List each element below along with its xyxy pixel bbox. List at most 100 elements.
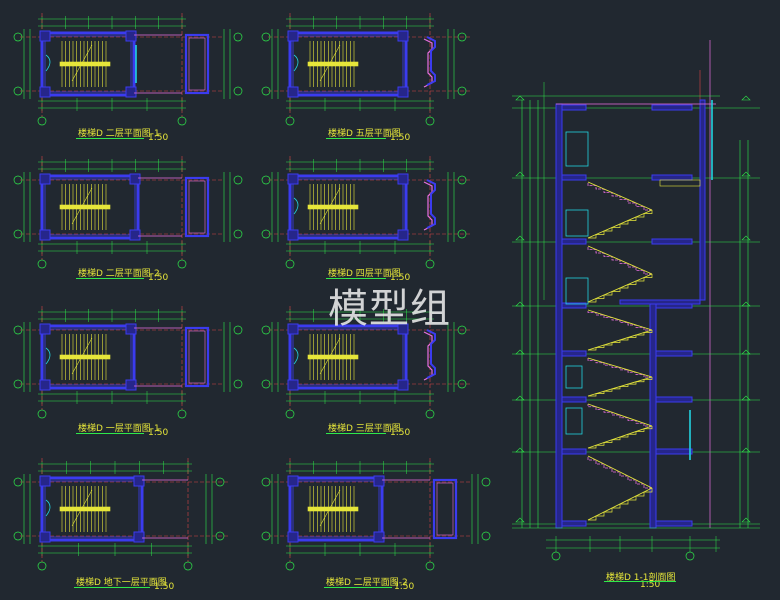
plan-p2-2: [13, 156, 243, 269]
elevation-marker: [515, 447, 525, 453]
elevation-marker: [741, 447, 751, 453]
axis-bubble: [261, 86, 271, 96]
door-swing: [45, 347, 51, 365]
axis-bubble: [13, 531, 23, 541]
stair-wall-inner: [292, 35, 404, 93]
plan-p4: [261, 156, 470, 269]
axis-bubble: [13, 379, 23, 389]
elevation-marker: [741, 301, 751, 307]
door-swing: [45, 54, 51, 72]
axis-bubble: [285, 561, 295, 571]
axis-bubble: [285, 259, 295, 269]
direction-arrow: [319, 44, 341, 82]
axis-bubble: [233, 379, 243, 389]
direction-arrow: [71, 489, 93, 527]
caption-p1-1: 楼梯D 一层平面图-1: [78, 424, 160, 434]
column: [39, 531, 51, 543]
stair-wall-inner: [292, 480, 380, 538]
column: [125, 86, 137, 98]
axis-bubble: [457, 86, 467, 96]
elevation-marker: [515, 235, 525, 241]
plan-pb1: [13, 458, 228, 571]
stair-handrail: [587, 425, 653, 449]
annex-room: [432, 478, 458, 540]
caption-p4: 楼梯D 四层平面图: [328, 269, 401, 279]
axis-bubble: [261, 32, 271, 42]
column: [397, 379, 409, 391]
column: [287, 323, 299, 335]
plan-p3: [261, 306, 470, 419]
column: [39, 30, 51, 42]
floor-slab: [651, 396, 693, 403]
stair-handrail: [587, 357, 653, 378]
stair-wall: [40, 174, 140, 240]
stair-wall: [40, 324, 136, 390]
axis-bubble: [425, 116, 435, 126]
axis-bubble: [551, 551, 561, 561]
column: [39, 86, 51, 98]
stair-wall-inner: [44, 480, 140, 538]
underline-p4: [326, 278, 386, 279]
stair-wall: [40, 31, 136, 97]
elevation-marker: [741, 395, 751, 401]
floor-slab: [651, 238, 693, 245]
handrail: [59, 61, 111, 67]
axis-bubble: [215, 477, 225, 487]
handrail: [59, 354, 111, 360]
elevation-marker: [741, 95, 751, 101]
floor-slab: [651, 174, 693, 181]
underline-p2-2: [76, 278, 144, 279]
axis-bubble: [425, 259, 435, 269]
handrail: [307, 506, 359, 512]
stair-handrail: [587, 209, 653, 239]
column: [125, 323, 137, 335]
stair-handrail: [587, 455, 653, 489]
door-swing: [293, 54, 299, 72]
scale-p1-1: 1:50: [148, 428, 169, 438]
column: [287, 379, 299, 391]
caption-pb1: 楼梯D 地下一层平面图: [76, 578, 167, 588]
axis-bubble: [13, 477, 23, 487]
elevation-marker: [515, 95, 525, 101]
annex-room: [184, 326, 210, 388]
section-wall-right: [649, 299, 657, 529]
axis-bubble: [457, 325, 467, 335]
direction-arrow: [319, 187, 341, 225]
annex-inner: [188, 37, 206, 91]
underline-p1-1: [76, 433, 144, 434]
annex-inner: [188, 330, 206, 384]
caption-p5: 楼梯D 五层平面图: [328, 129, 401, 139]
axis-bubble: [13, 86, 23, 96]
axis-bubble: [177, 259, 187, 269]
door-swing: [293, 347, 299, 365]
elevation-marker: [741, 349, 751, 355]
axis-bubble: [37, 259, 47, 269]
axis-bubble: [285, 116, 295, 126]
stair-wall: [288, 174, 408, 240]
column: [39, 229, 51, 241]
axis-bubble: [37, 561, 47, 571]
plan-p1-1: [13, 306, 243, 419]
plan-p2-3: [261, 458, 491, 571]
axis-bubble: [233, 229, 243, 239]
axis-bubble: [183, 561, 193, 571]
column: [125, 30, 137, 42]
scale-p2-2: 1:50: [148, 273, 169, 283]
axis-bubble: [457, 379, 467, 389]
axis-bubble: [261, 531, 271, 541]
landing-slab: [619, 299, 701, 305]
axis-bubble: [233, 32, 243, 42]
scale-pb1: 1:50: [154, 582, 175, 592]
annex-room: [184, 33, 210, 95]
direction-arrow: [71, 187, 93, 225]
axis-bubble: [13, 175, 23, 185]
stair-wall: [288, 31, 408, 97]
axis-bubble: [177, 116, 187, 126]
scale-section: 1:50: [640, 580, 661, 590]
direction-arrow: [319, 489, 341, 527]
stair-wall-inner: [292, 328, 404, 386]
column: [287, 30, 299, 42]
stair-section-drawing: [512, 40, 760, 561]
caption-p2-3: 楼梯D 二层平面图-2: [326, 578, 408, 588]
